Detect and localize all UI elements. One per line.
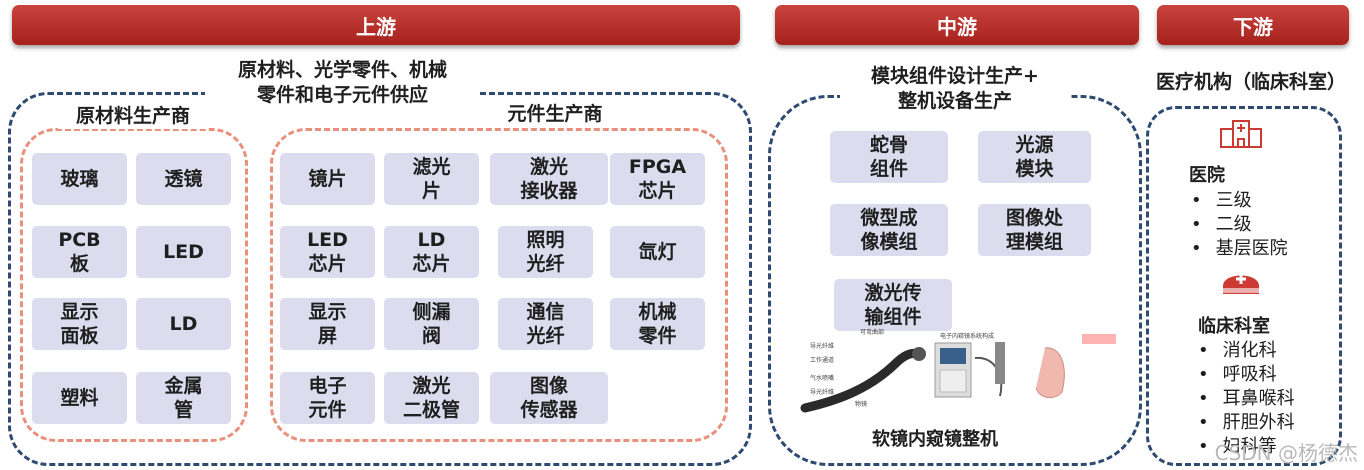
raw-item: PCB 板 (32, 226, 127, 278)
photo-label: 工作通道 (810, 356, 834, 364)
clinical-item: 消化科 (1198, 339, 1277, 363)
component-item: 显示 屏 (280, 298, 375, 350)
component-item: 电子 元件 (280, 372, 375, 424)
hospital-item: 三级 (1191, 189, 1252, 213)
endoscope-caption: 软镜内窥镜整机 (872, 429, 998, 450)
component-item: 激光 接收器 (490, 153, 608, 205)
hospital-item: 二级 (1191, 213, 1252, 237)
watermark: CSDN @杨德杰 (1214, 441, 1358, 465)
clinical-item: 妇科等 (1198, 435, 1277, 459)
photo-label: 导光纤维 (810, 388, 834, 396)
component-makers-box (270, 128, 728, 442)
raw-item: LED (136, 226, 231, 278)
clinical-item: 呼吸科 (1198, 363, 1277, 387)
photo-label: 物镜 (855, 400, 867, 408)
hospital-icon (1220, 120, 1262, 148)
component-item: FPGA 芯片 (610, 153, 705, 205)
nurse-cap-icon (1221, 274, 1261, 294)
component-item: 通信 光纤 (498, 298, 593, 350)
raw-materials-box (20, 128, 248, 442)
component-item: LD 芯片 (384, 226, 479, 278)
supply-title: 原材料、光学零件、机械 零件和电子元件供应 (205, 58, 480, 108)
component-item: 机械 零件 (610, 298, 705, 350)
photo-label: 可弯曲部 (860, 328, 884, 336)
midstream-item: 微型成 像模组 (830, 204, 948, 256)
midstream-item: 图像处 理模组 (978, 204, 1091, 256)
component-item: 镜片 (280, 153, 375, 205)
photo-label: 导光纤维 (810, 342, 834, 350)
raw-item: 塑料 (32, 372, 127, 424)
raw-item: 玻璃 (32, 153, 127, 205)
component-item: 照明 光纤 (498, 226, 593, 278)
component-item: 滤光 片 (384, 153, 479, 205)
downstream-box (1146, 106, 1342, 466)
component-item: 激光 二极管 (384, 372, 479, 424)
upstream-banner: 上游 (12, 5, 740, 45)
raw-item: 透镜 (136, 153, 231, 205)
component-item: 侧漏 阀 (384, 298, 479, 350)
raw-item: LD (136, 298, 231, 350)
clinical-item: 耳鼻喉科 (1198, 387, 1295, 411)
raw-item: 金属 管 (136, 372, 231, 424)
component-item: LED 芯片 (280, 226, 375, 278)
photo-label: 气水喷嘴 (810, 374, 834, 382)
photo-label: 电子内窥镜系统构成 (940, 332, 994, 340)
clinical-title: 临床科室 (1198, 316, 1270, 337)
clinical-item: 肝胆外科 (1198, 411, 1295, 435)
component-item: 图像 传感器 (490, 372, 608, 424)
component-item: 氙灯 (610, 226, 705, 278)
hospital-item: 基层医院 (1191, 237, 1288, 261)
downstream-banner: 下游 (1157, 5, 1349, 45)
midstream-item: 蛇骨 组件 (830, 131, 948, 183)
endoscope-photo: 可弯曲部 导光纤维 工作通道 气水喷嘴 导光纤维 物镜 电子内窥镜系统构成 (800, 328, 1116, 413)
midstream-item: 激光传 输组件 (834, 279, 952, 331)
raw-item: 显示 面板 (32, 298, 127, 350)
raw-materials-title: 原材料生产商 (58, 104, 208, 129)
hospital-title: 医院 (1189, 165, 1225, 186)
component-makers-title: 元件生产商 (490, 102, 620, 127)
midstream-banner: 中游 (775, 5, 1139, 45)
midstream-title: 模块组件设计生产+ 整机设备生产 (840, 64, 1070, 114)
downstream-title: 医疗机构（临床科室） (1155, 71, 1346, 93)
midstream-item: 光源 模块 (978, 131, 1091, 183)
